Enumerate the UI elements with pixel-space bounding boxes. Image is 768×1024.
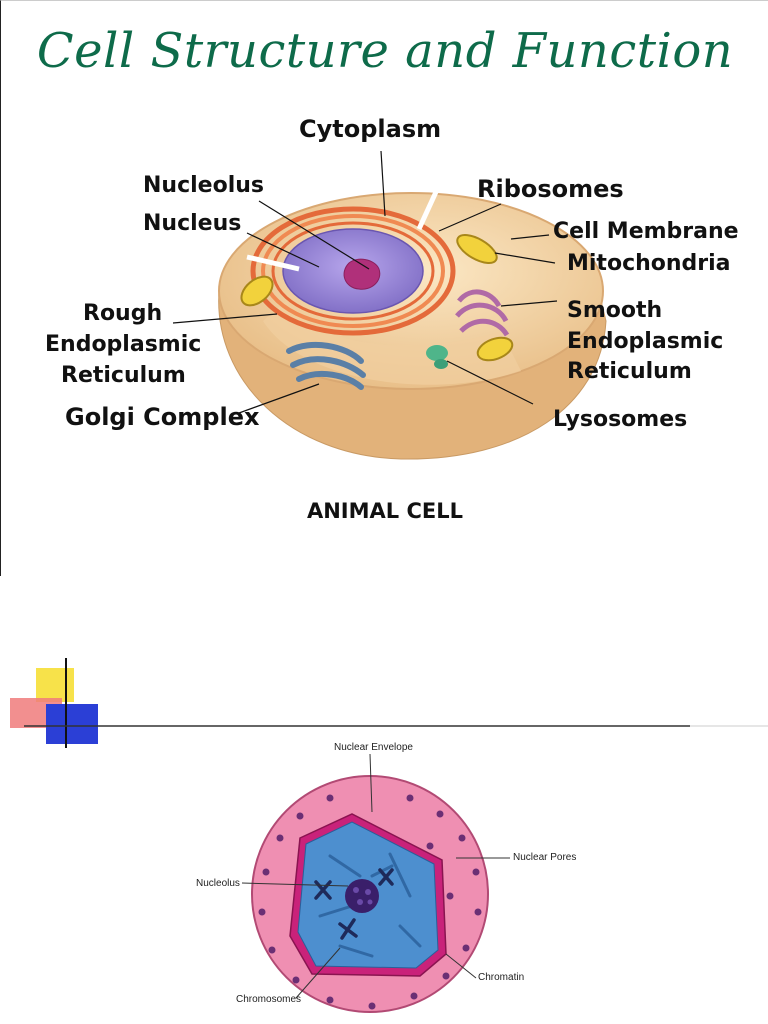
- label-rough-er-line2: Endoplasmic: [45, 332, 202, 357]
- label-nucleus: Nucleus: [143, 211, 242, 236]
- golgi-shape: [286, 342, 366, 390]
- rough-er-outer: [250, 206, 456, 336]
- mitochondrion-2: [240, 275, 274, 307]
- cell-cut-section: [263, 301, 521, 385]
- deco-blue-square: [46, 704, 98, 744]
- label-lysosomes: Lysosomes: [553, 407, 688, 432]
- label-chromatin: Chromatin: [478, 972, 525, 983]
- label-nucleolus-nucleus: Nucleolus: [196, 878, 240, 889]
- nucleolus-shape: [343, 258, 381, 290]
- mitochondrion-3: [476, 336, 514, 362]
- label-nuclear-envelope: Nuclear Envelope: [334, 742, 413, 753]
- label-smooth-er-line1: Smooth: [567, 298, 663, 323]
- label-nuclear-pores: Nuclear Pores: [513, 852, 577, 863]
- slide-title: Cell Structure and Function: [36, 23, 734, 79]
- label-smooth-er-line3: Reticulum: [567, 359, 692, 384]
- label-golgi-complex: Golgi Complex: [65, 403, 260, 431]
- mitochondrion-1: [456, 234, 498, 264]
- rough-er-middle: [261, 214, 445, 328]
- smooth-er-shape: [455, 289, 510, 337]
- slide-animal-cell: Cell Structure and Function: [0, 0, 768, 576]
- deco-yellow-square: [36, 668, 74, 702]
- label-nucleolus: Nucleolus: [143, 173, 264, 198]
- diagram-caption: ANIMAL CELL: [306, 499, 463, 523]
- slide-nucleus: Nuclear Envelope Nuclear Pores Nucleolus…: [0, 576, 768, 1024]
- label-rough-er-line3: Reticulum: [61, 363, 186, 388]
- nucleolus-dark: [345, 879, 379, 913]
- label-cell-membrane: Cell Membrane: [553, 219, 739, 244]
- label-ribosomes: Ribosomes: [477, 175, 624, 203]
- label-chromosomes: Chromosomes: [236, 994, 302, 1005]
- rough-er-inner: [271, 221, 435, 321]
- label-cytoplasm: Cytoplasm: [299, 115, 442, 143]
- label-mitochondria: Mitochondria: [567, 251, 731, 276]
- label-rough-er-line1: Rough: [83, 301, 163, 326]
- label-smooth-er-line2: Endoplasmic: [567, 329, 724, 354]
- animal-cell-illustration: [172, 150, 607, 460]
- slide2-decoration: [10, 658, 768, 1024]
- lysosome-shape: [426, 345, 448, 361]
- nuclear-pores-dots: [258, 794, 482, 1010]
